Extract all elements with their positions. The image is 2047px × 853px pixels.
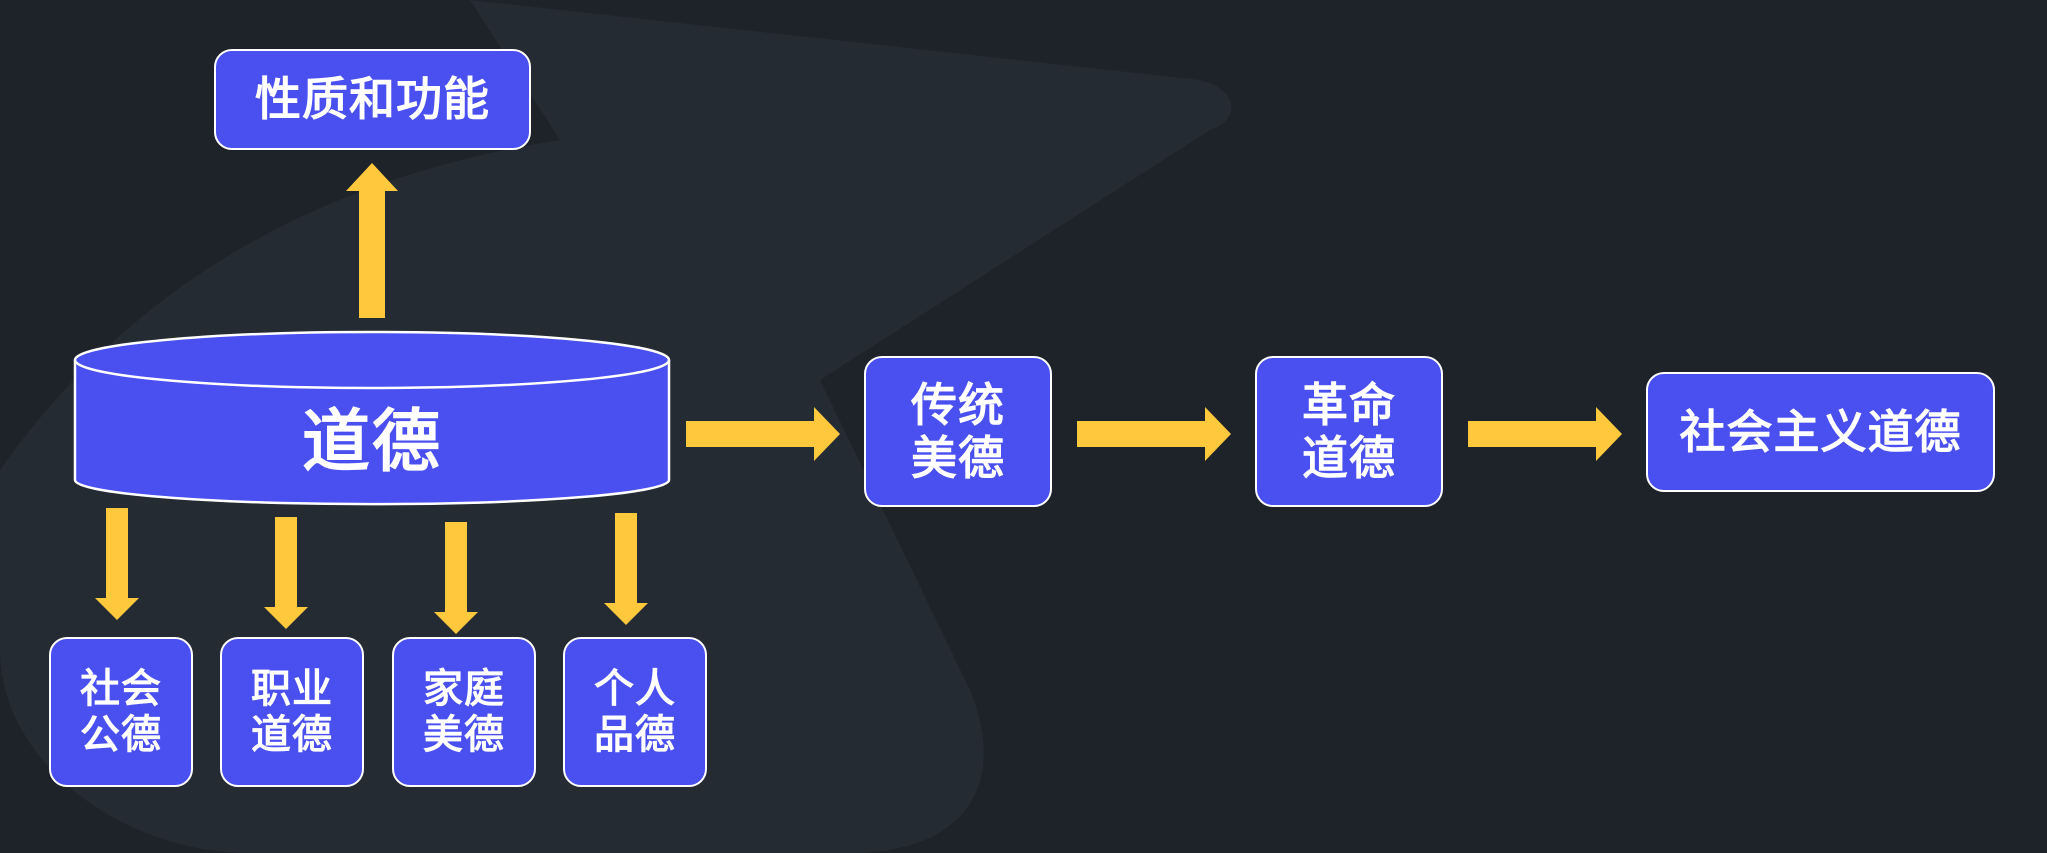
socialist-morality-box: 社会主义道德 <box>1646 372 1995 492</box>
social-ethics-line1: 社会 <box>80 666 162 712</box>
morality-label: 道德 <box>301 402 442 482</box>
social-ethics-line2: 公德 <box>80 712 162 758</box>
morality-cylinder <box>73 330 671 506</box>
professional-ethics-box: 职业 道德 <box>220 637 364 787</box>
revolutionary-morality-line1: 革命 <box>1302 377 1396 432</box>
right-arrow-3 <box>1468 407 1622 461</box>
down-arrow-2 <box>264 517 308 629</box>
traditional-virtue-box: 传统 美德 <box>864 356 1052 507</box>
nature-function-label: 性质和功能 <box>255 72 490 127</box>
up-arrow <box>346 163 398 318</box>
down-arrow-3 <box>434 522 478 634</box>
right-arrow-2 <box>1077 407 1231 461</box>
personal-character-line1: 个人 <box>594 666 676 712</box>
family-virtue-line2: 美德 <box>423 712 505 758</box>
family-virtue-box: 家庭 美德 <box>392 637 536 787</box>
personal-character-line2: 品德 <box>594 712 676 758</box>
professional-ethics-line1: 职业 <box>251 666 333 712</box>
traditional-virtue-line1: 传统 <box>911 377 1005 432</box>
down-arrow-4 <box>604 513 648 625</box>
personal-character-box: 个人 品德 <box>563 637 707 787</box>
revolutionary-morality-box: 革命 道德 <box>1255 356 1443 507</box>
social-ethics-box: 社会 公德 <box>49 637 193 787</box>
traditional-virtue-line2: 美德 <box>911 430 1005 485</box>
right-arrow-1 <box>686 407 840 461</box>
socialist-morality-label: 社会主义道德 <box>1679 404 1962 459</box>
down-arrow-1 <box>95 508 139 620</box>
revolutionary-morality-line2: 道德 <box>1302 430 1396 485</box>
professional-ethics-line2: 道德 <box>251 712 333 758</box>
nature-function-box: 性质和功能 <box>214 49 531 150</box>
family-virtue-line1: 家庭 <box>423 666 505 712</box>
